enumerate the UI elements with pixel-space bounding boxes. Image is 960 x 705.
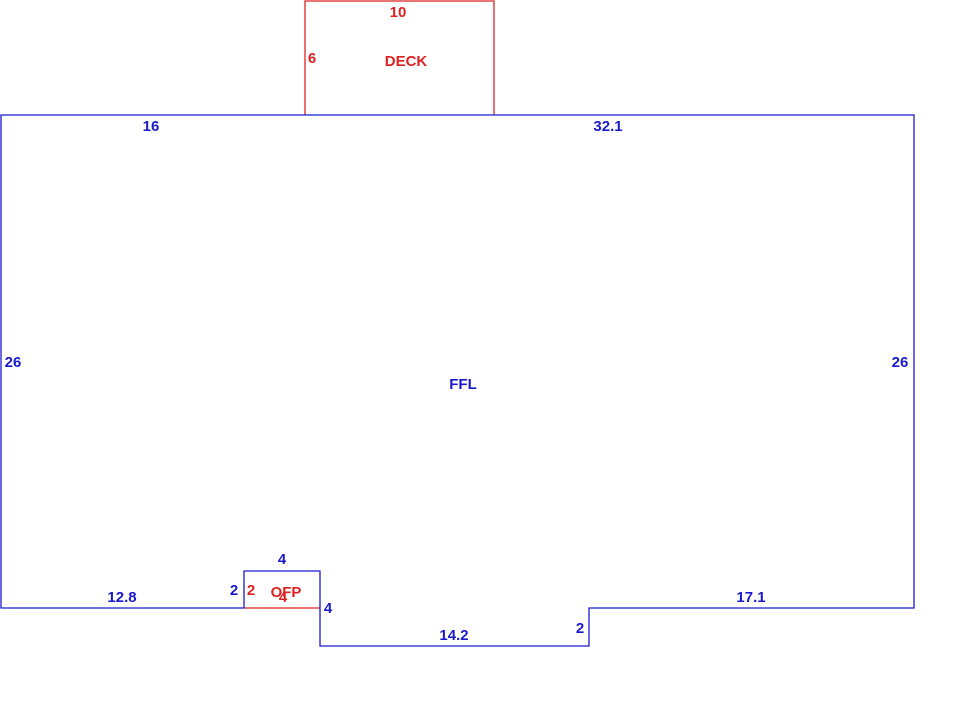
dim-notch-left: 2 — [230, 582, 238, 599]
dim-left: 26 — [5, 354, 22, 371]
area-label-deck: DECK — [385, 53, 428, 70]
ofp-dim-left: 2 — [247, 582, 255, 599]
dim-notch-top: 4 — [278, 551, 287, 568]
dim-top-left: 16 — [143, 118, 160, 135]
area-label-ffl: FFL — [449, 376, 477, 393]
area-label-ofp: OFP — [271, 584, 302, 601]
dim-bottom-left: 12.8 — [107, 589, 136, 606]
dim-notch-right: 4 — [324, 600, 333, 617]
dim-bottom-right: 17.1 — [736, 589, 765, 606]
dim-bump-right: 2 — [576, 620, 584, 637]
ofp-dim-bottom: 4 — [279, 589, 288, 606]
deck-outline — [304, 0, 495, 115]
ffl-outline — [0, 114, 915, 647]
dim-bump-bottom: 14.2 — [439, 627, 468, 644]
deck-dim-left: 6 — [308, 50, 316, 67]
dim-right: 26 — [892, 354, 909, 371]
deck-dim-top: 10 — [390, 4, 407, 21]
dim-top-right: 32.1 — [593, 118, 622, 135]
